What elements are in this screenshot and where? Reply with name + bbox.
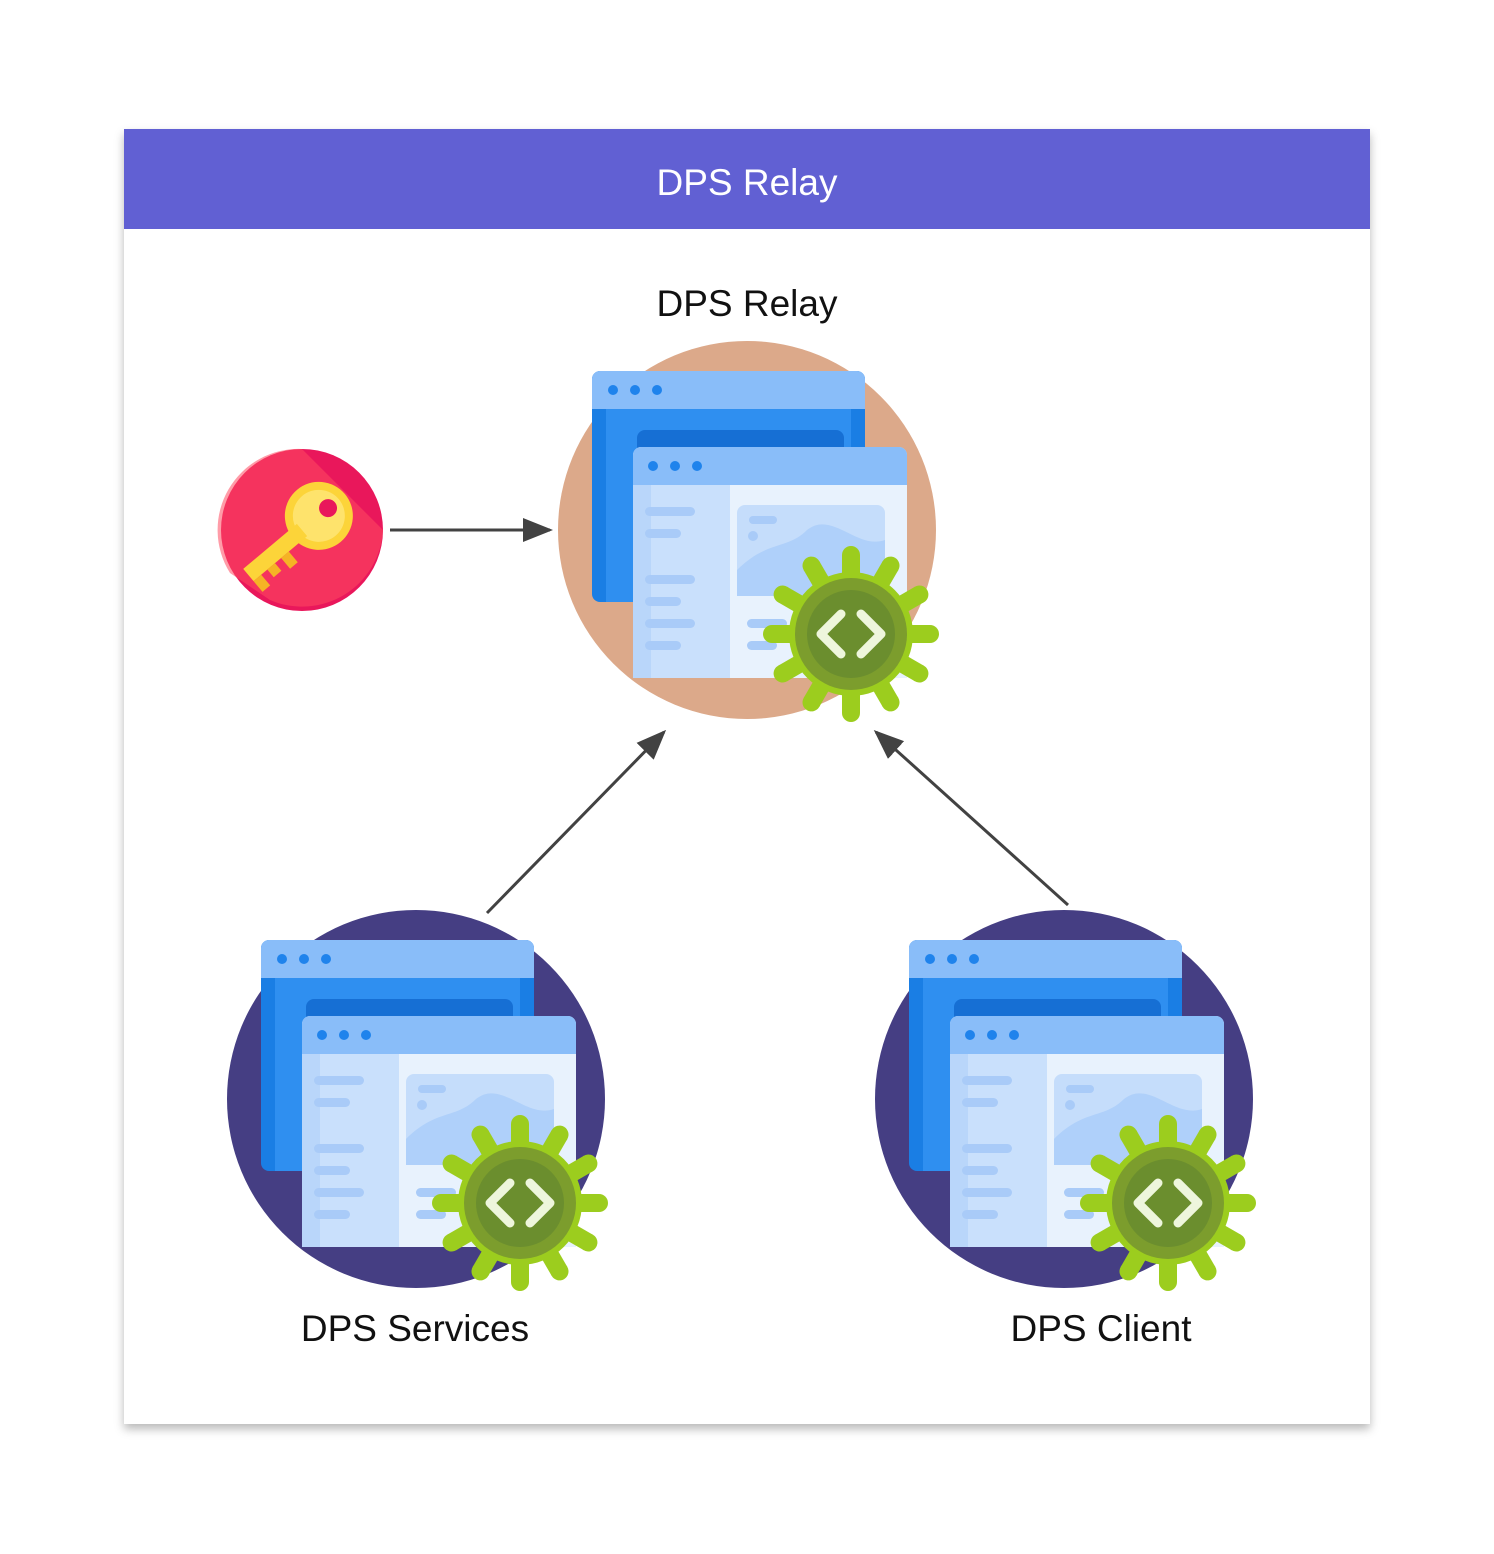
header-title-overlay: DPS Relay xyxy=(656,162,838,203)
relay-node xyxy=(558,341,939,722)
services-label: DPS Services xyxy=(300,1308,530,1349)
client-label: DPS Client xyxy=(1010,1308,1192,1349)
key-icon xyxy=(217,448,383,611)
arrow-client-to-relay xyxy=(873,729,1070,907)
header-band xyxy=(124,129,1370,229)
client-node xyxy=(875,910,1256,1291)
arrow-services-to-relay xyxy=(485,729,667,915)
relay-label: DPS Relay xyxy=(656,283,838,324)
services-node xyxy=(227,910,608,1291)
